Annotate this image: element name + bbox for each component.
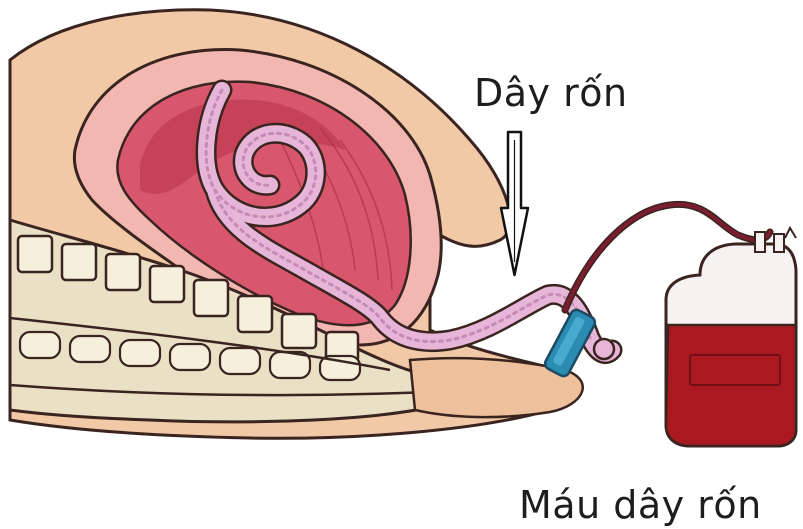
cord-label: Dây rốn [474,74,628,112]
cord-end [594,339,614,359]
blood-bag-icon [666,228,796,446]
cord-blood-label: Máu dây rốn [519,486,762,524]
